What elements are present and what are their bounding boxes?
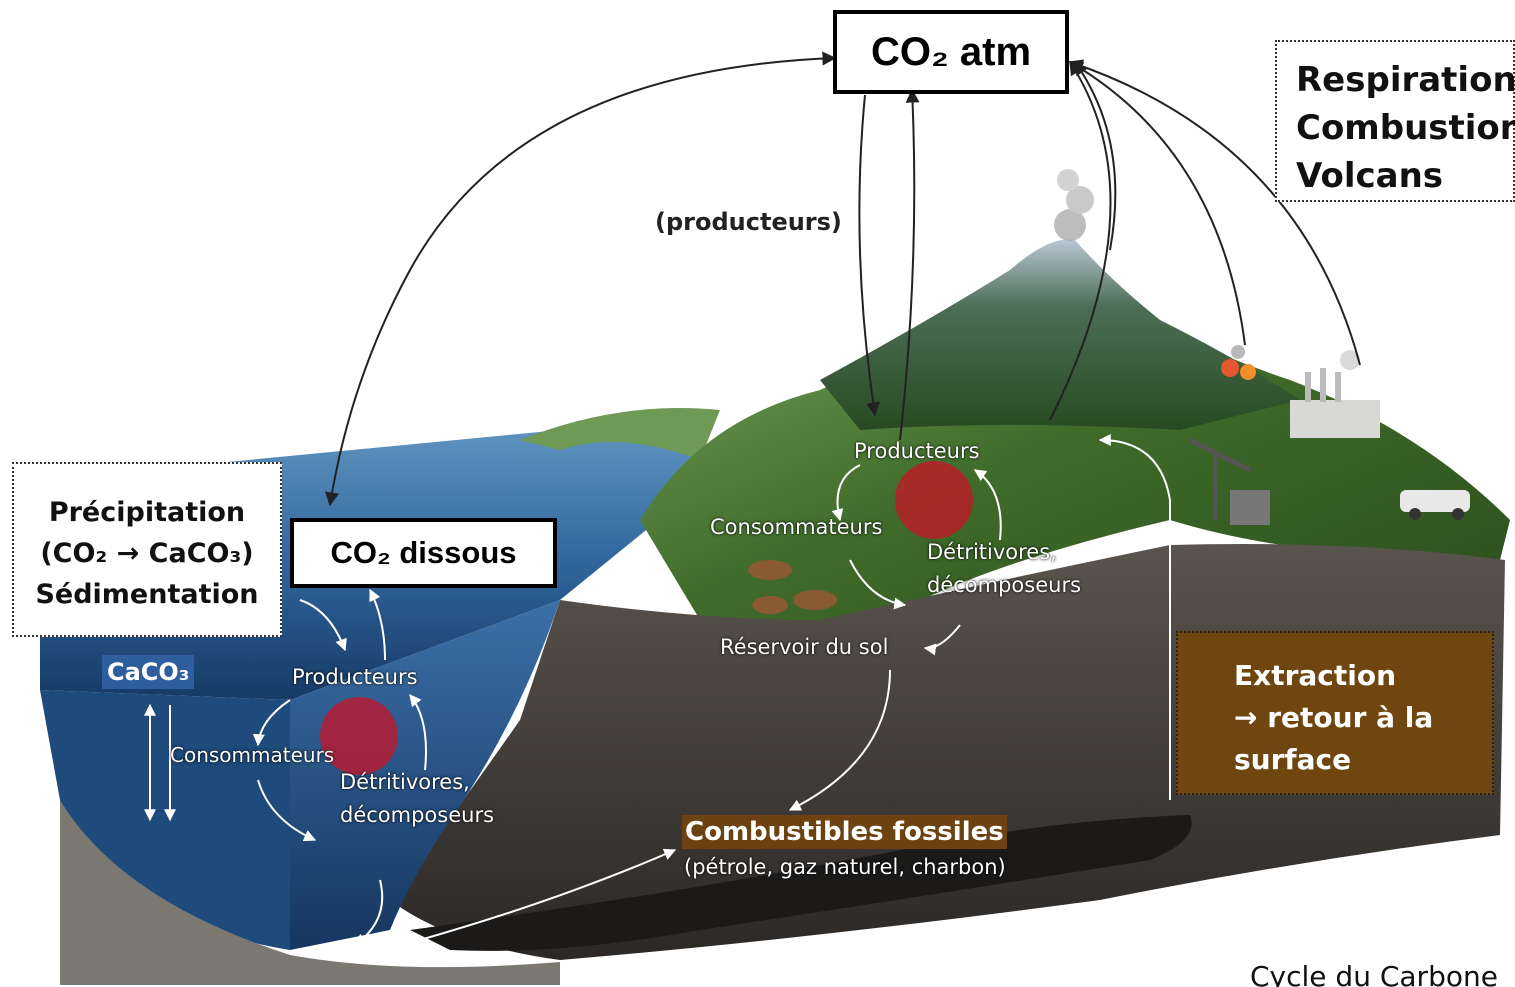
co2-atm-label: CO₂ atm	[870, 29, 1032, 74]
arc-atm-to-ocean	[325, 51, 837, 507]
arrow-factory-to-atm	[1068, 59, 1361, 366]
ocean-producteurs-label: Producteurs	[292, 665, 418, 689]
land-surface	[640, 251, 1510, 628]
diagram-caption: Cycle du Carbone	[1250, 960, 1498, 987]
reservoir-sol-label: Réservoir du sol	[720, 635, 889, 659]
sea-floor	[60, 800, 560, 985]
marker-dot-ocean	[320, 697, 398, 775]
respiration-label: Respiration	[1296, 60, 1515, 100]
retour-label: → retour à la	[1234, 701, 1434, 734]
arrow-atm-to-producers	[858, 94, 881, 417]
caco3-badge: CaCO₃	[102, 655, 195, 689]
ocean-decomposeurs-label: décomposeurs	[340, 803, 495, 827]
reaction-label: (CO₂ → CaCO₃)	[40, 538, 254, 569]
extraction-box: Extraction → retour à la surface	[1176, 631, 1494, 795]
oil-pump	[1188, 437, 1270, 525]
land-producteurs-label: Producteurs	[854, 439, 980, 463]
land-decomposeurs-label: décomposeurs	[927, 573, 1082, 597]
volcano-smoke	[1054, 169, 1094, 241]
factory	[1290, 350, 1380, 438]
co2-dissous-label: CO₂ dissous	[330, 535, 517, 570]
co2-atm-box: CO₂ atm	[833, 10, 1069, 94]
volcans-label: Volcans	[1296, 156, 1444, 196]
land-cycle-arrows	[419, 434, 1171, 941]
arrow-producers-to-atm	[899, 88, 920, 441]
precipitation-box: Précipitation (CO₂ → CaCO₃) Sédimentatio…	[12, 462, 282, 637]
ocean-cycle-arrows	[144, 588, 427, 946]
arrow-volcano-to-atm	[1074, 60, 1117, 251]
precipitation-label: Précipitation	[48, 497, 246, 528]
arrow-fire-to-atm	[1068, 61, 1246, 346]
surface-label: surface	[1234, 743, 1352, 776]
producteurs-paren-label: (producteurs)	[655, 208, 842, 236]
car	[1400, 490, 1470, 520]
fossil-fuels-subtitle: (pétrole, gaz naturel, charbon)	[684, 855, 1006, 879]
sedimentation-label: Sédimentation	[35, 579, 259, 610]
respiration-box: Respiration Combustion Volcans	[1275, 40, 1515, 202]
fossil-fuels-title: Combustibles fossiles	[682, 815, 1007, 849]
ocean-consommateurs-label: Consommateurs	[170, 743, 335, 767]
forest-fire	[1221, 345, 1256, 380]
ocean-detritivores-label: Détritivores,	[340, 770, 470, 794]
arrow-vehicle-to-atm	[1049, 60, 1112, 421]
combustion-label: Combustion	[1296, 108, 1515, 148]
co2-dissous-box: CO₂ dissous	[290, 518, 557, 588]
extraction-label: Extraction	[1234, 659, 1397, 692]
land-detritivores-label: Détritivores,	[927, 540, 1057, 564]
deer-group	[748, 560, 837, 614]
volcano-mountain	[820, 239, 1300, 430]
ocean-cross-section	[290, 600, 560, 950]
land-consommateurs-label: Consommateurs	[710, 515, 883, 539]
marker-dot-land	[895, 461, 973, 539]
